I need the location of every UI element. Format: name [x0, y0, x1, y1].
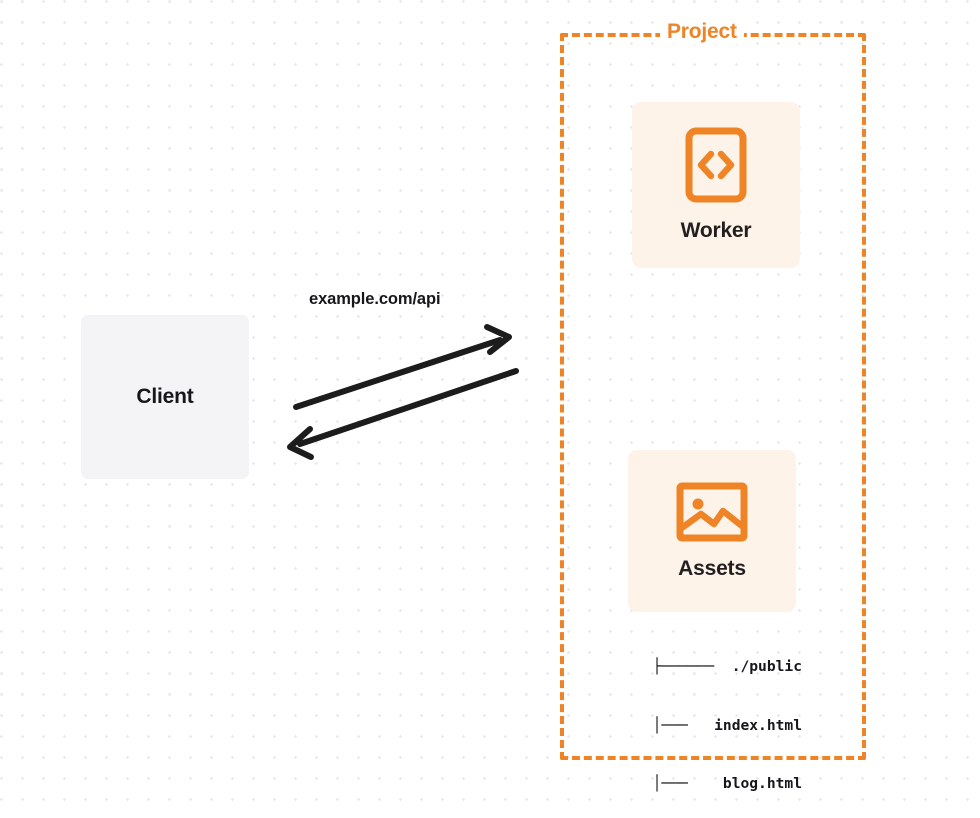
worker-card[interactable]: Worker	[632, 102, 800, 268]
assets-file-tree: ├────── ./public │─── index.html │─── bl…	[600, 618, 802, 818]
arrow-left-icon	[287, 426, 314, 460]
request-arrow	[293, 324, 512, 410]
file-tree-row: │─── blog.html	[626, 775, 802, 792]
project-title: Project	[660, 20, 744, 44]
image-icon	[676, 481, 748, 543]
connection-label: example.com/api	[309, 290, 441, 308]
assets-card[interactable]: Assets	[628, 450, 796, 612]
assets-card-label: Assets	[678, 557, 746, 580]
client-node-label: Client	[136, 385, 194, 408]
file-tree-row: ├────── ./public	[652, 658, 802, 675]
response-arrow	[287, 368, 519, 460]
code-brackets-icon	[685, 127, 747, 203]
arrow-right-icon	[484, 324, 512, 355]
client-node[interactable]: Client	[81, 315, 249, 479]
worker-card-label: Worker	[680, 219, 752, 242]
file-tree-row: │─── index.html	[626, 716, 802, 734]
